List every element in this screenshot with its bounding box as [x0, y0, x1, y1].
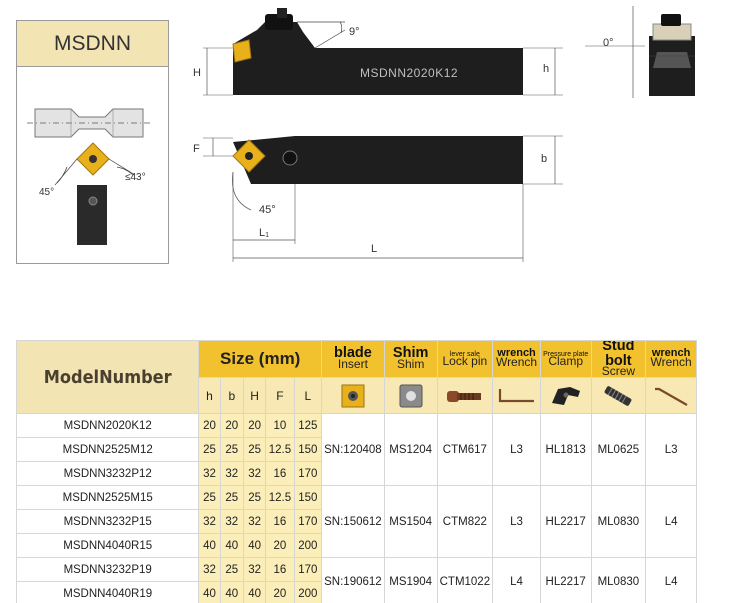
model-cell: MSDNN3232P15 — [15, 509, 200, 534]
technical-drawing: MSDNN2020K12 9° H h 0° — [185, 0, 715, 270]
model-card: MSDNN 45° ≤43° — [16, 20, 169, 264]
part-label: MSDNN2020K12 — [360, 66, 458, 80]
angle-end: 0° — [603, 37, 614, 49]
shim-cell: MS1204 — [383, 413, 438, 486]
dim-F-header: F — [265, 377, 295, 414]
table-row: MSDNN4040R19 40 40 40 20 200 — [15, 581, 697, 603]
model-cell: MSDNN2020K12 — [15, 413, 200, 438]
table-row: MSDNN3232P12 32 32 32 16 170 — [15, 461, 697, 486]
side-view: MSDNN2020K12 9° H h — [193, 8, 563, 96]
end-view: 0° — [585, 6, 695, 98]
table-row: MSDNN2020K12 20 20 20 10 125 SN:120408 M… — [15, 413, 697, 486]
screw-cell: ML0830 — [590, 557, 647, 603]
model-cell: MSDNN2525M15 — [15, 485, 200, 510]
wrench-icon — [655, 387, 688, 406]
top-view: F b 45° L1 L — [193, 135, 563, 262]
table-row: MSDNN2525M15 25 25 25 12.5 150 SN:150612… — [15, 485, 697, 558]
model-cell: MSDNN3232P12 — [15, 461, 200, 486]
model-cell: MSDNN4040R19 — [15, 581, 200, 603]
screw-icon — [604, 385, 632, 406]
wrench-cell: L4 — [492, 557, 541, 603]
model-number-header: ModelNumber — [15, 340, 200, 414]
table-row: MSDNN2525M12 25 25 25 12.5 150 — [15, 437, 697, 462]
angle-insert: 45° — [259, 204, 276, 216]
dim-b-header: b — [219, 377, 244, 414]
shim-cell: MS1504 — [383, 485, 438, 558]
pin-cell: CTM617 — [436, 413, 494, 486]
model-cell: MSDNN2525M12 — [15, 437, 200, 462]
wrench-cell: L3 — [645, 413, 697, 486]
wrench-icon — [498, 388, 534, 402]
dim-h-header: h — [198, 377, 221, 414]
model-cell: MSDNN3232P19 — [15, 557, 200, 582]
dim-b: b — [541, 153, 547, 165]
dim-L: L — [371, 243, 377, 255]
insert-cell: SN:150612 — [321, 485, 385, 558]
screw-cell: ML0625 — [590, 413, 647, 486]
workpiece-diagram: 45° ≤43° — [27, 108, 153, 245]
wrench-cell: L4 — [645, 557, 697, 603]
pin-cell: CTM822 — [436, 485, 494, 558]
wrench-cell: L4 — [645, 485, 697, 558]
insert-icon — [341, 384, 365, 407]
card-angle-right: ≤43° — [125, 172, 146, 183]
size-header: Size (mm) — [198, 340, 322, 378]
clamp-icon — [551, 386, 580, 405]
clamp-cell: HL2217 — [539, 485, 592, 558]
dim-H-header: H — [242, 377, 267, 414]
model-cell: MSDNN4040R15 — [15, 533, 200, 558]
dim-L1: L1 — [259, 227, 269, 239]
shim-cell: MS1904 — [383, 557, 438, 603]
card-angle-left: 45° — [39, 187, 54, 198]
clamp-cell: HL2217 — [539, 557, 592, 603]
tool-drawing-svg: MSDNN2020K12 9° H h 0° — [193, 6, 695, 262]
model-card-diagram: 45° ≤43° — [17, 67, 168, 263]
shim-icon — [399, 384, 423, 407]
clamp-cell: HL1813 — [539, 413, 592, 486]
angle-top: 9° — [349, 26, 360, 38]
wrench-cell: L3 — [492, 413, 541, 486]
insert-cell: SN:120408 — [321, 413, 385, 486]
dim-L-header: L — [293, 377, 323, 414]
dim-F: F — [193, 143, 200, 155]
pin-cell: CTM1022 — [436, 557, 494, 603]
lock-pin-icon — [446, 390, 481, 402]
model-card-title: MSDNN — [17, 21, 168, 67]
wrench-cell: L3 — [492, 485, 541, 558]
dim-H: H — [193, 67, 201, 79]
insert-cell: SN:190612 — [321, 557, 385, 603]
table-row: MSDNN3232P15 32 32 32 16 170 — [15, 509, 697, 534]
dim-h: h — [543, 63, 549, 75]
table-row: MSDNN3232P19 32 25 32 16 170 SN:190612 M… — [15, 557, 697, 603]
screw-cell: ML0830 — [590, 485, 647, 558]
